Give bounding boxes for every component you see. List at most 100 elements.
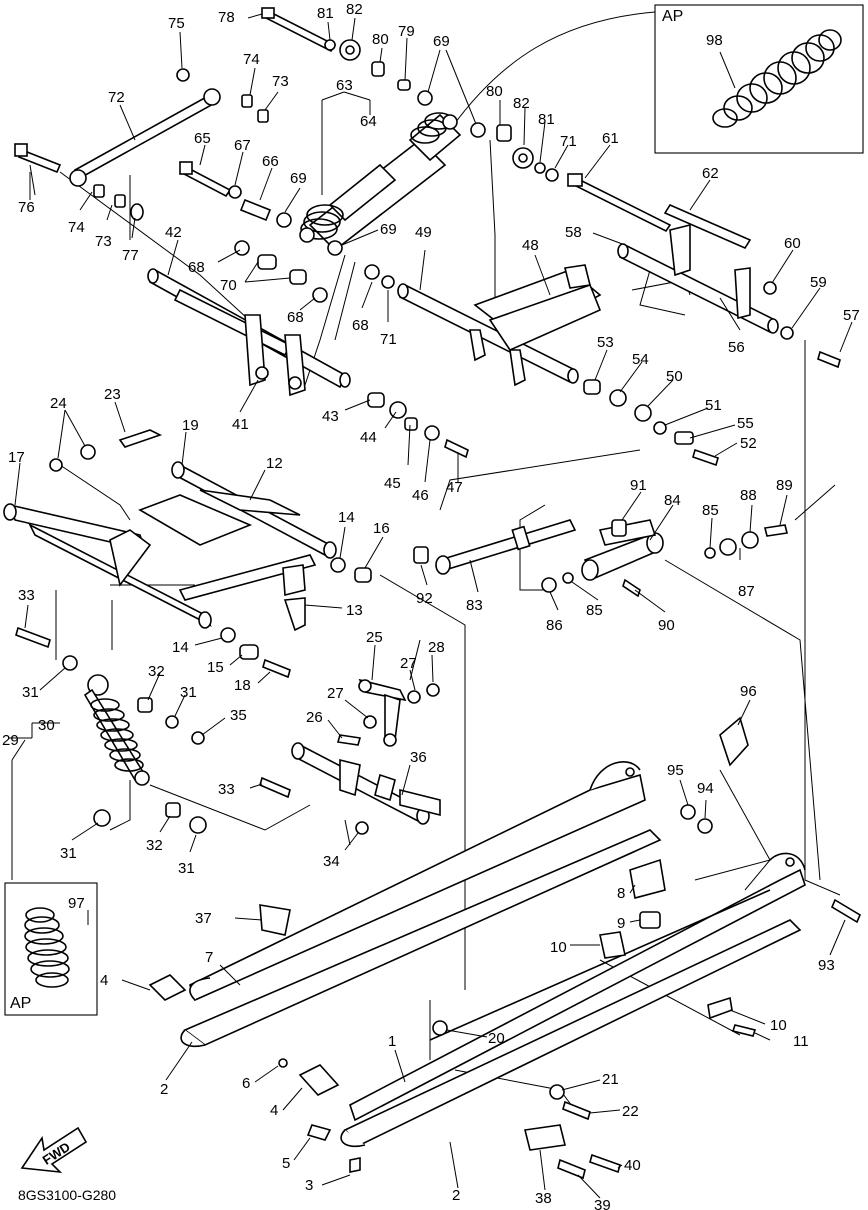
callout-33b: 33 (218, 781, 235, 798)
callout-49: 49 (415, 224, 432, 241)
callout-74a: 74 (243, 51, 260, 68)
link-arm-25 (358, 678, 407, 747)
bolt-76 (14, 143, 62, 174)
leader-lines (14, 13, 853, 1199)
callout-81a: 81 (317, 5, 334, 22)
callout-45: 45 (384, 475, 401, 492)
callout-70: 70 (220, 277, 237, 294)
callout-89: 89 (776, 477, 793, 494)
callout-54: 54 (632, 351, 649, 368)
callout-34: 34 (323, 853, 340, 870)
callout-11: 11 (793, 1033, 809, 1050)
callout-60: 60 (784, 235, 801, 252)
ap-inset-bottom: AP (4, 882, 98, 1016)
callout-58: 58 (565, 224, 582, 241)
arm-84 (581, 519, 664, 581)
callout-83: 83 (466, 597, 483, 614)
callout-29: 29 (2, 732, 19, 749)
callout-66: 66 (262, 153, 279, 170)
callout-79: 79 (398, 23, 415, 40)
callout-92: 92 (416, 590, 433, 607)
callout-44: 44 (360, 429, 377, 446)
callout-39: 39 (594, 1197, 611, 1210)
callout-69c: 69 (380, 221, 397, 238)
front-shock-63 (299, 112, 462, 252)
spring-98 (712, 29, 842, 128)
callout-13: 13 (346, 602, 363, 619)
callout-28: 28 (428, 639, 445, 656)
rear-pivot-arm (397, 264, 602, 387)
callout-87: 87 (738, 583, 755, 600)
callout-84: 84 (664, 492, 681, 509)
callout-71b: 71 (380, 331, 397, 348)
callout-88: 88 (740, 487, 757, 504)
callout-74b-73: 73 (95, 233, 112, 250)
rod-72 (69, 88, 221, 187)
callout-81b: 81 (538, 111, 555, 128)
callout-85a: 85 (702, 502, 719, 519)
callout-74b: 74 (68, 219, 85, 236)
callout-7: 7 (205, 949, 213, 966)
callout-78: 78 (218, 9, 235, 26)
callout-38: 38 (535, 1190, 552, 1207)
callout-63: 63 (336, 77, 353, 94)
bolt-65 (179, 161, 232, 198)
callout-93: 93 (818, 957, 835, 974)
callout-6: 6 (242, 1075, 250, 1092)
slide-rail-left (180, 761, 662, 1048)
callout-69a: 69 (433, 33, 450, 50)
callout-59: 59 (810, 274, 827, 291)
callout-46: 46 (412, 487, 429, 504)
callout-65: 65 (194, 130, 211, 147)
callout-9: 9 (617, 915, 625, 932)
callout-68a: 68 (188, 259, 205, 276)
callout-51: 51 (705, 397, 722, 414)
rod-62 (663, 203, 752, 250)
callout-82b: 82 (513, 95, 530, 112)
fwd-arrow-icon: FWD (20, 1126, 88, 1174)
idler-shaft-36 (291, 742, 441, 825)
callout-24: 24 (50, 395, 67, 412)
callout-53: 53 (597, 334, 614, 351)
callout-96: 96 (740, 683, 757, 700)
callout-23: 23 (104, 386, 121, 403)
collar-66 (239, 198, 272, 222)
shaft-83 (435, 519, 577, 575)
callout-8: 8 (617, 885, 625, 902)
callout-25: 25 (366, 629, 383, 646)
callout-56: 56 (728, 339, 745, 356)
callout-32a: 32 (148, 663, 165, 680)
callout-80b: 80 (486, 83, 503, 100)
callout-98: 98 (706, 32, 723, 49)
callout-10a: 10 (550, 939, 567, 956)
callout-91: 91 (630, 477, 647, 494)
callout-47: 47 (446, 479, 463, 496)
rear-shock-29 (83, 674, 150, 786)
callout-31a: 31 (22, 684, 39, 701)
callout-82a: 82 (346, 1, 363, 18)
ap-label-top: AP (662, 8, 683, 25)
callout-30: 30 (38, 717, 55, 734)
callout-75: 75 (168, 15, 185, 32)
callout-31c: 31 (60, 845, 77, 862)
callout-35: 35 (230, 707, 247, 724)
hardware (15, 39, 862, 1180)
callout-22: 22 (622, 1103, 639, 1120)
callout-72: 72 (108, 89, 125, 106)
callout-4a: 4 (100, 972, 108, 989)
callout-50: 50 (666, 368, 683, 385)
drawing-code: 8GS3100-G280 (18, 1187, 116, 1203)
callout-71a: 71 (560, 133, 577, 150)
callout-16: 16 (373, 520, 390, 537)
callout-18: 18 (234, 677, 251, 694)
spring-97 (24, 907, 70, 988)
callout-67: 67 (234, 137, 251, 154)
callout-61: 61 (602, 130, 619, 147)
callout-90: 90 (658, 617, 675, 634)
callout-10b: 10 (770, 1017, 787, 1034)
callout-40: 40 (624, 1157, 641, 1174)
callout-37: 37 (195, 910, 212, 927)
callout-69b: 69 (290, 170, 307, 187)
